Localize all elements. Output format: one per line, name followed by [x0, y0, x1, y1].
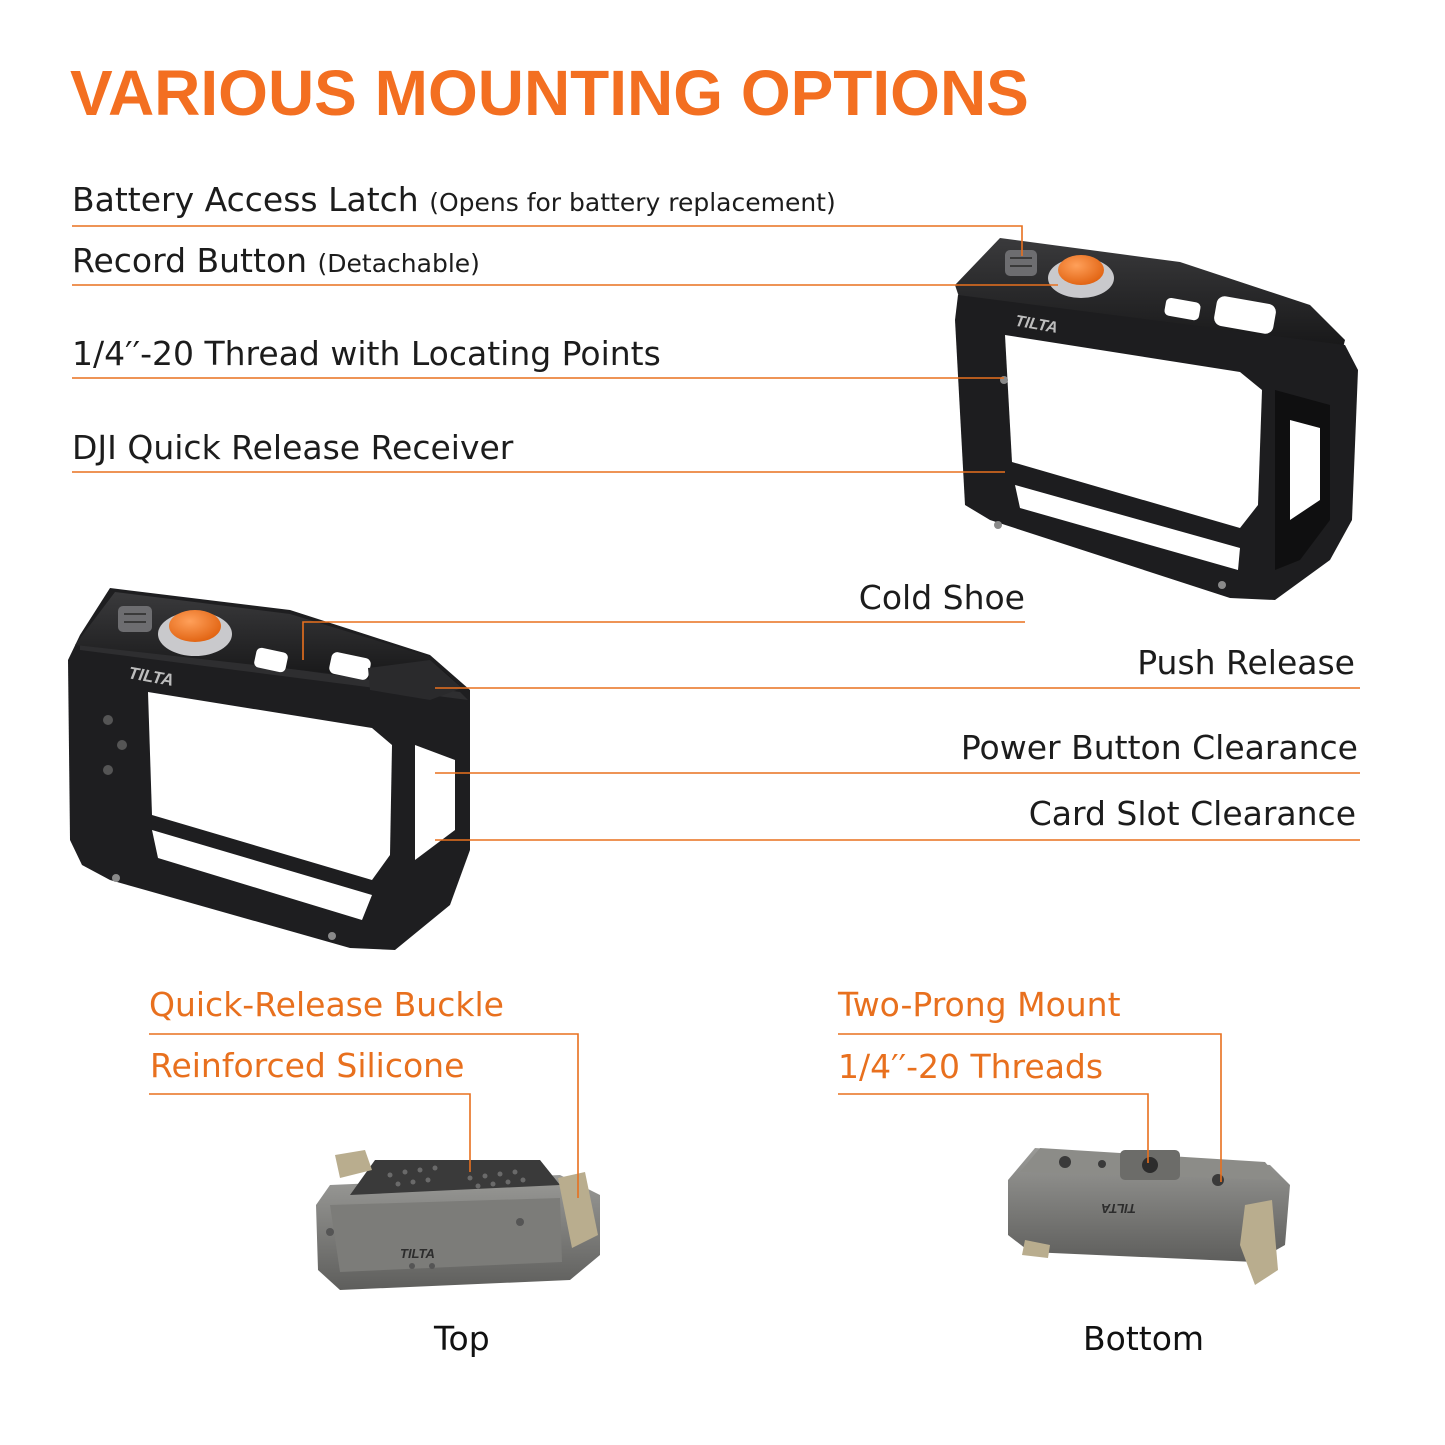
label-record-button-text: Record Button — [72, 241, 308, 280]
callout-lines — [72, 225, 1360, 1198]
caption-bottom: Bottom — [1083, 1319, 1205, 1358]
label-quick-release-buckle: Quick-Release Buckle — [149, 985, 504, 1024]
callout-cold-shoe — [302, 621, 1025, 660]
caption-top: Top — [434, 1319, 490, 1358]
label-thread-locating-points: 1/4′′-20 Thread with Locating Points — [72, 334, 661, 373]
label-battery-access-latch: Battery Access Latch (Opens for battery … — [72, 183, 836, 216]
callout-two-prong — [838, 1033, 1222, 1182]
label-battery-latch-note: (Opens for battery replacement) — [429, 188, 836, 217]
label-cold-shoe: Cold Shoe — [858, 578, 1025, 617]
label-push-release: Push Release — [1137, 643, 1355, 682]
label-record-button: Record Button (Detachable) — [72, 244, 480, 277]
quick-release-mount-bottom: TILTA — [1008, 1148, 1290, 1285]
label-quarter-twenty-threads: 1/4′′-20 Threads — [838, 1047, 1104, 1086]
callout-silicone — [149, 1093, 471, 1172]
tilta-logo-mount-bottom: TILTA — [1101, 1201, 1136, 1216]
label-card-slot-clearance: Card Slot Clearance — [1028, 794, 1356, 833]
page-title: VARIOUS MOUNTING OPTIONS — [70, 57, 1029, 129]
tilta-logo-mount-top: TILTA — [400, 1246, 435, 1261]
callout-buckle — [149, 1033, 579, 1198]
callout-battery-latch — [72, 225, 1023, 256]
label-two-prong-mount: Two-Prong Mount — [838, 985, 1121, 1024]
label-battery-latch-text: Battery Access Latch — [72, 180, 419, 219]
callout-threads — [838, 1093, 1149, 1163]
label-reinforced-silicone: Reinforced Silicone — [150, 1046, 465, 1085]
camera-cage-top-view: TILTA — [955, 238, 1358, 600]
camera-cage-angled-view: TILTA — [68, 588, 470, 950]
label-power-button-clearance: Power Button Clearance — [960, 728, 1358, 767]
label-dji-quick-release-receiver: DJI Quick Release Receiver — [72, 428, 514, 467]
quick-release-mount-top: TILTA — [316, 1150, 600, 1290]
label-record-button-note: (Detachable) — [317, 249, 480, 278]
